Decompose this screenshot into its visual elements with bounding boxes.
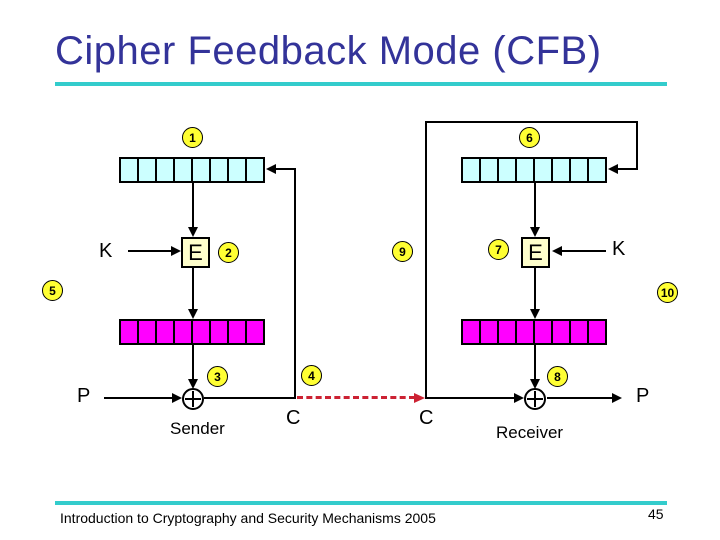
register-cell	[139, 159, 157, 181]
receiver-key-label: K	[612, 238, 626, 260]
register-cell	[211, 159, 229, 181]
sender-encrypt-box: E	[181, 237, 210, 268]
receiver-plaintext-line	[547, 397, 612, 399]
step-badge-8: 8	[547, 366, 568, 387]
receiver-encrypt-box: E	[521, 237, 550, 268]
sender-ciphertext-label: C	[286, 407, 301, 429]
arrow-right-icon	[414, 393, 425, 403]
receiver-feedback-vline	[425, 121, 427, 399]
sender-plaintext-line	[104, 397, 172, 399]
sender-shift-register	[119, 157, 265, 183]
arrow-down-icon	[188, 309, 198, 319]
arrow-left-icon	[552, 246, 562, 256]
sender-feedback-hline	[276, 168, 296, 170]
register-cell	[247, 159, 263, 181]
arrow-left-icon	[266, 164, 276, 174]
sender-output-register	[119, 319, 265, 345]
step-badge-5: 5	[42, 280, 63, 301]
register-cell	[121, 321, 139, 343]
title-underline	[55, 82, 667, 86]
step-badge-3: 3	[207, 366, 228, 387]
step-badge-7: 7	[488, 239, 509, 260]
sender-key-label: K	[99, 240, 113, 262]
page-number: 45	[648, 506, 664, 522]
sender-register-to-e-line	[192, 183, 194, 228]
sender-e-to-output-line	[192, 268, 194, 310]
register-cell	[589, 159, 605, 181]
receiver-cipher-in-line	[427, 397, 514, 399]
step-badge-10: 10	[657, 282, 678, 303]
footer-text: Introduction to Cryptography and Securit…	[60, 510, 436, 526]
register-cell	[571, 321, 589, 343]
register-cell	[535, 159, 553, 181]
arrow-down-icon	[530, 379, 540, 389]
receiver-feedback-hline	[618, 168, 638, 170]
receiver-output-register	[461, 319, 607, 345]
receiver-plaintext-label: P	[636, 385, 650, 407]
arrow-right-icon	[171, 246, 181, 256]
sender-output-to-xor-line	[192, 345, 194, 380]
arrow-down-icon	[188, 379, 198, 389]
step-badge-4: 4	[301, 365, 322, 386]
page-title: Cipher Feedback Mode (CFB)	[55, 29, 602, 73]
sender-key-line	[128, 250, 172, 252]
register-cell	[175, 159, 193, 181]
register-cell	[481, 321, 499, 343]
register-cell	[229, 321, 247, 343]
receiver-feedback-down-line	[636, 121, 638, 170]
register-cell	[499, 321, 517, 343]
register-cell	[121, 159, 139, 181]
sender-xor-out-line	[204, 397, 296, 399]
register-cell	[193, 321, 211, 343]
arrow-right-icon	[514, 393, 524, 403]
register-cell	[157, 321, 175, 343]
register-cell	[553, 321, 571, 343]
receiver-ciphertext-label: C	[419, 407, 434, 429]
footer-rule	[55, 501, 667, 505]
register-cell	[499, 159, 517, 181]
arrow-down-icon	[188, 227, 198, 237]
arrow-left-icon	[608, 164, 618, 174]
receiver-e-to-output-line	[534, 268, 536, 310]
register-cell	[193, 159, 211, 181]
register-cell	[517, 159, 535, 181]
register-cell	[139, 321, 157, 343]
register-cell	[247, 321, 263, 343]
register-cell	[481, 159, 499, 181]
receiver-register-to-e-line	[534, 183, 536, 228]
receiver-output-to-xor-line	[534, 345, 536, 380]
step-badge-1: 1	[182, 127, 203, 148]
register-cell	[571, 159, 589, 181]
step-badge-9: 9	[392, 241, 413, 262]
receiver-xor-gate	[524, 388, 546, 410]
receiver-shift-register	[461, 157, 607, 183]
sender-xor-gate	[182, 388, 204, 410]
sender-plaintext-label: P	[77, 385, 91, 407]
arrow-down-icon	[530, 309, 540, 319]
receiver-key-line	[562, 250, 606, 252]
arrow-right-icon	[172, 393, 182, 403]
arrow-right-icon	[612, 393, 622, 403]
register-cell	[517, 321, 535, 343]
register-cell	[157, 159, 175, 181]
register-cell	[175, 321, 193, 343]
receiver-feedback-top-line	[425, 121, 638, 123]
register-cell	[463, 321, 481, 343]
register-cell	[229, 159, 247, 181]
step-badge-6: 6	[519, 127, 540, 148]
sender-feedback-vline	[294, 168, 296, 399]
register-cell	[535, 321, 553, 343]
arrow-down-icon	[530, 227, 540, 237]
register-cell	[211, 321, 229, 343]
register-cell	[463, 159, 481, 181]
channel-dashed-line	[297, 396, 415, 399]
sender-label: Sender	[170, 419, 225, 438]
receiver-label: Receiver	[496, 423, 564, 442]
register-cell	[553, 159, 571, 181]
register-cell	[589, 321, 605, 343]
step-badge-2: 2	[218, 242, 239, 263]
